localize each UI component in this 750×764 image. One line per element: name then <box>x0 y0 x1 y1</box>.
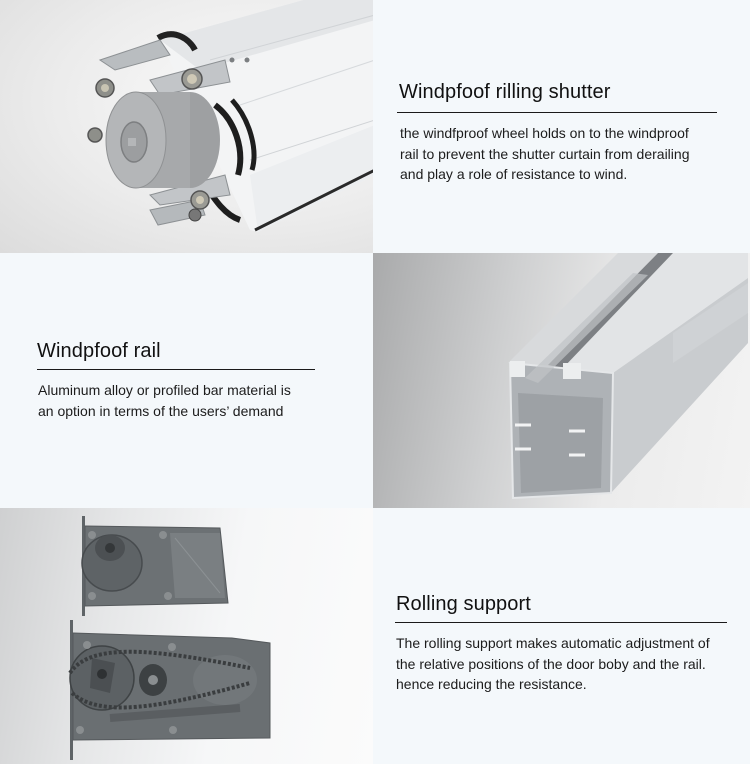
rail-image <box>373 253 750 508</box>
shutter-motor-image <box>0 0 373 253</box>
shutter-heading: Windpfoof rilling shutter <box>399 81 611 103</box>
rolling-support-image <box>0 508 373 764</box>
rail-heading: Windpfoof rail <box>37 340 161 362</box>
rolling-support-description: The rolling support makes automatic adju… <box>396 635 710 692</box>
rail-heading-divider <box>37 369 315 370</box>
shutter-description: the windfproof wheel holds on to the win… <box>400 125 690 182</box>
rolling-support-heading-divider <box>395 622 727 623</box>
rail-info-panel: Windpfoof rail Aluminum alloy or profile… <box>0 253 373 508</box>
shutter-info-panel: Windpfoof rilling shutter the windfproof… <box>373 0 750 253</box>
rail-description: Aluminum alloy or profiled bar material … <box>38 382 291 419</box>
shutter-heading-divider <box>397 112 717 113</box>
rolling-support-heading: Rolling support <box>396 593 531 615</box>
rolling-support-info-panel: Rolling support The rolling support make… <box>373 508 750 764</box>
